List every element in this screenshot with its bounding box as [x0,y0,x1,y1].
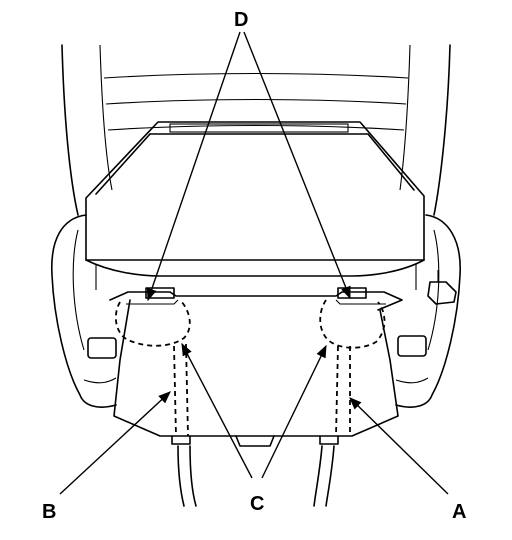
leader-lines [59,31,449,495]
callout-d: D [234,9,248,31]
connector-outline-right [319,299,386,349]
seat-back [61,44,451,216]
side-trim-left [51,214,117,408]
callout-c: C [250,493,264,515]
callout-b: B [42,501,56,523]
side-trim-right [395,214,461,408]
clip-right [337,287,367,299]
harness-a [335,345,351,437]
seat-frame [109,291,403,447]
connector-outline-left [114,299,191,347]
harness-b [173,343,189,437]
clip-left [145,287,175,299]
callout-a: A [452,501,466,523]
cables-lower [177,445,335,507]
seat-cushion-cover [85,121,425,290]
